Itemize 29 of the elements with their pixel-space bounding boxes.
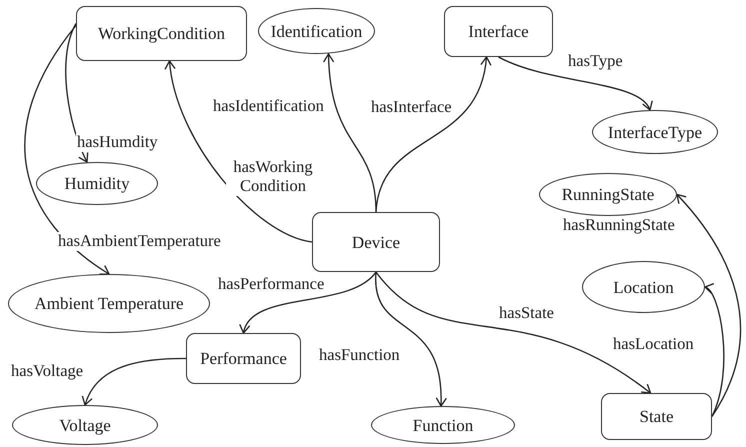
arrow: [676, 194, 742, 417]
class-ellipse: InterfaceType: [592, 110, 718, 154]
class-box: State: [601, 393, 712, 440]
arrow: [165, 60, 312, 243]
edge-label: hasAmbientTemperature: [57, 232, 222, 251]
arrow: [376, 272, 652, 394]
edge-label: hasVoltage: [10, 362, 84, 381]
class-box: Device: [312, 212, 440, 272]
class-box: Interface: [444, 6, 553, 57]
edge-label: hasType: [567, 52, 624, 71]
class-ellipse: RunningState: [539, 173, 677, 216]
class-ellipse: Voltage: [12, 405, 158, 445]
arrow: [24, 25, 110, 275]
arrow: [240, 272, 376, 334]
class-ellipse: Humidity: [36, 162, 158, 205]
arrow: [65, 23, 89, 163]
arrow: [82, 358, 186, 406]
arrow: [704, 286, 724, 417]
class-box: WorkingCondition: [76, 6, 247, 61]
edge-label: hasRunningState: [562, 216, 676, 235]
edge-label: hasHumdity: [76, 133, 159, 152]
class-box: Performance: [186, 333, 301, 384]
class-ellipse: Function: [371, 406, 515, 444]
class-ellipse: Identification: [258, 8, 375, 54]
class-ellipse: Location: [582, 261, 705, 313]
arrow: [375, 56, 491, 212]
arrow: [375, 272, 446, 407]
arrow: [498, 56, 651, 111]
class-ellipse: Ambient Temperature: [8, 274, 210, 333]
